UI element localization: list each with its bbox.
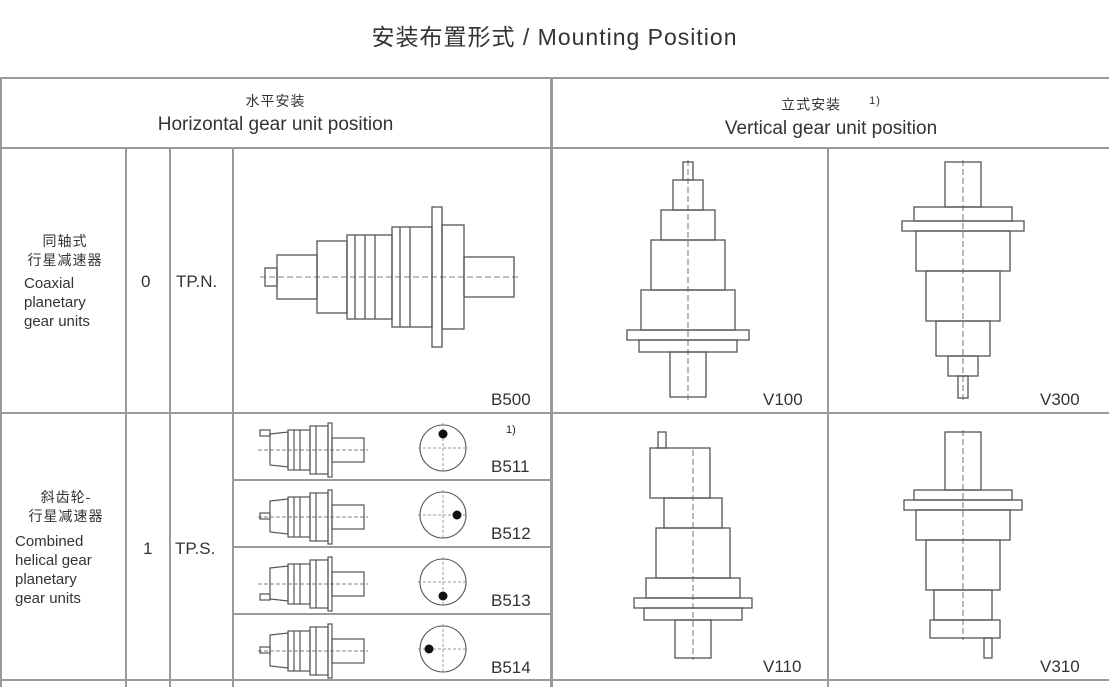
- column-divider: [827, 148, 829, 687]
- label-en: gear units: [15, 590, 81, 607]
- vertical-header-en: Vertical gear unit position: [724, 117, 938, 139]
- terminal-box-position-diagram: [418, 557, 468, 607]
- position-code-b500: B500: [491, 390, 531, 409]
- row-type-code: TP.S.: [175, 539, 216, 558]
- row-label-coaxial: 同轴式 行星减速器 Coaxial planetary gear units: [10, 232, 120, 331]
- vertical-header: 立式安装 1) Vertical gear unit position: [553, 90, 1109, 140]
- position-code: B512: [491, 524, 531, 543]
- table-left-border: [0, 77, 2, 687]
- coaxial-gear-v300-drawing: [901, 160, 1025, 400]
- position-code-v300: V300: [1040, 390, 1080, 409]
- row-number: 0: [141, 272, 151, 291]
- helical-gear-horizontal-drawing: [258, 422, 368, 478]
- footnote-marker: 1): [506, 424, 516, 436]
- coaxial-gear-horizontal-drawing: [260, 206, 520, 348]
- terminal-box-position-diagram: [418, 423, 468, 473]
- position-code: B514: [491, 658, 531, 677]
- label-en: Coaxial: [24, 275, 75, 292]
- helical-gear-horizontal-drawing: [258, 489, 368, 545]
- column-divider: [169, 148, 171, 687]
- helical-gear-v110-drawing: [633, 431, 753, 660]
- coaxial-gear-v100-drawing: [626, 160, 750, 400]
- header-divider: [0, 147, 1109, 149]
- label-en: gear units: [24, 313, 90, 330]
- label-en: planetary: [24, 294, 86, 311]
- terminal-box-marker: [452, 510, 462, 520]
- horizontal-header-en: Horizontal gear unit position: [157, 114, 394, 135]
- label-en: helical gear: [15, 552, 92, 569]
- terminal-box-marker: [438, 591, 448, 601]
- row-divider: [0, 412, 1109, 414]
- terminal-box-position-diagram: [418, 490, 468, 540]
- helical-gear-horizontal-drawing: [258, 556, 368, 612]
- row-type-code: TP.N.: [176, 272, 218, 291]
- row-label-helical: 斜齿轮- 行星减速器 Combined helical gear planeta…: [8, 488, 124, 608]
- column-divider: [232, 148, 234, 687]
- terminal-box-marker: [438, 429, 448, 439]
- row-divider: [0, 679, 1109, 681]
- column-divider: [125, 148, 127, 687]
- position-code-v310: V310: [1040, 657, 1080, 676]
- position-code-v110: V110: [763, 657, 802, 676]
- position-code: B511: [491, 457, 530, 476]
- terminal-box-marker: [424, 644, 434, 654]
- subrow-divider: [233, 613, 551, 615]
- label-cn: 行星减速器: [27, 252, 103, 268]
- label-en: planetary: [15, 571, 77, 588]
- label-en: Combined: [15, 533, 84, 550]
- label-cn: 斜齿轮-: [40, 489, 92, 505]
- column-divider: [550, 77, 553, 687]
- subrow-divider: [233, 546, 551, 548]
- label-cn: 行星减速器: [28, 508, 104, 524]
- label-cn: 同轴式: [42, 233, 88, 249]
- terminal-box-position-diagram: [418, 624, 468, 674]
- horizontal-header-cn: 水平安装: [245, 93, 306, 109]
- helical-gear-horizontal-drawing: [258, 623, 368, 679]
- vertical-header-cn-text: 立式安装: [781, 96, 842, 113]
- horizontal-header: 水平安装 Horizontal gear unit position: [0, 90, 551, 136]
- footnote-marker: 1): [869, 95, 881, 107]
- position-code-v100: V100: [763, 390, 803, 409]
- subrow-divider: [233, 479, 551, 481]
- helical-gear-v310-drawing: [903, 430, 1023, 659]
- table-top-border: [0, 77, 1109, 79]
- row-number: 1: [143, 539, 153, 558]
- vertical-header-cn: 立式安装 1): [553, 90, 1109, 117]
- position-code: B513: [491, 591, 531, 610]
- page-title: 安装布置形式 / Mounting Position: [371, 24, 738, 50]
